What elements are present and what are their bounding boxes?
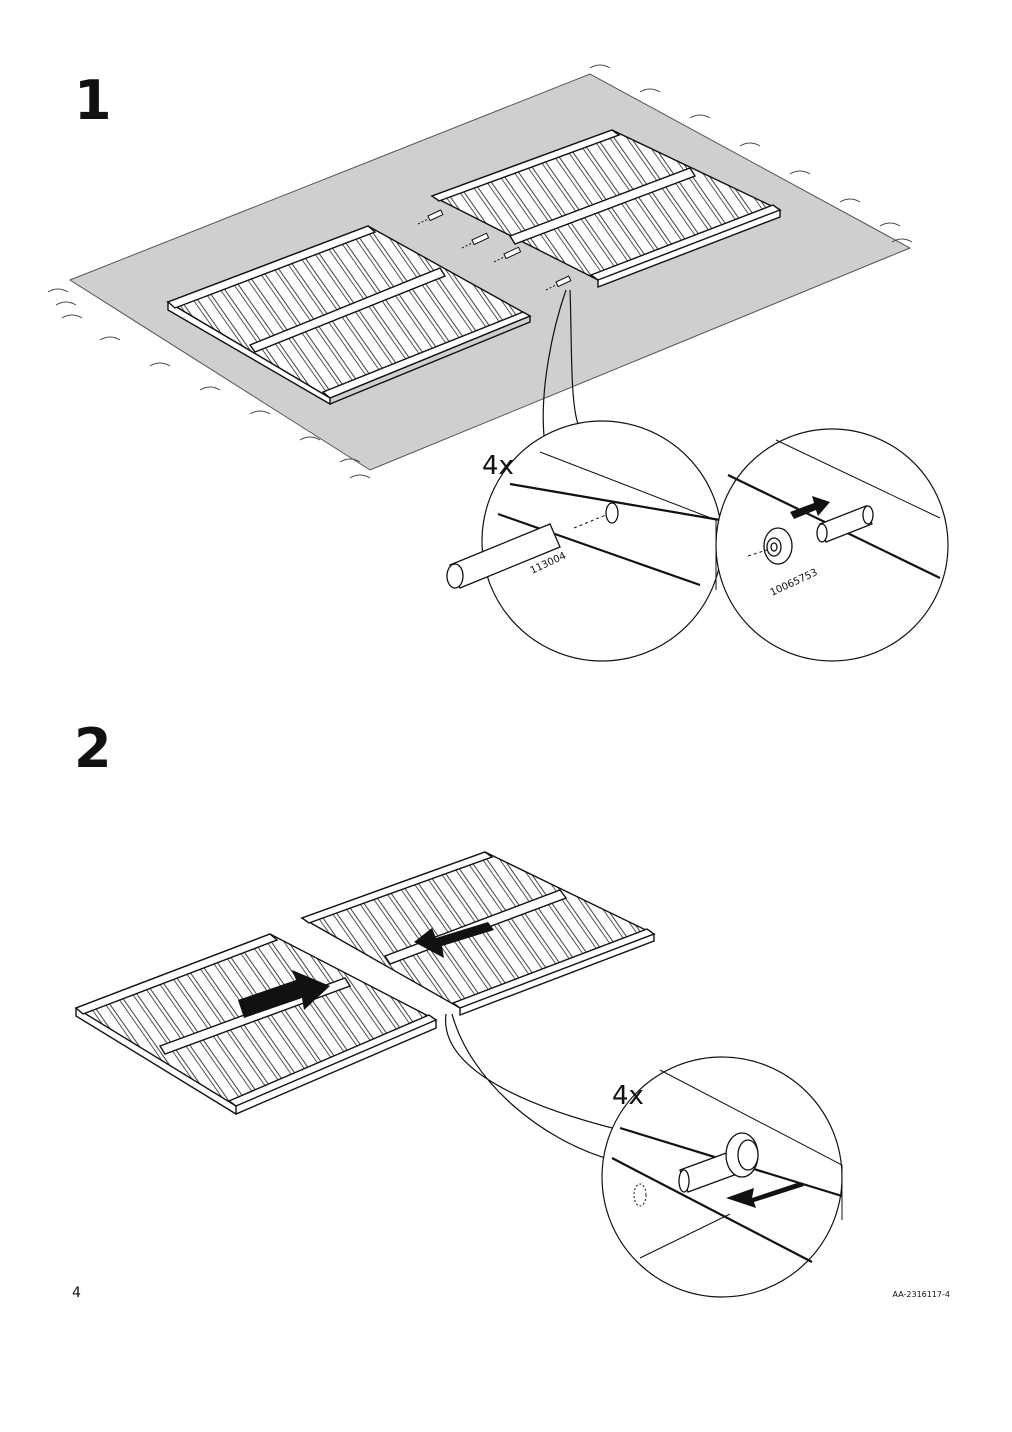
callout-pointer-step2 [445,1013,621,1161]
push-arrow-left-icon [414,922,494,958]
cap-part [763,527,793,565]
frame-panel-left-step2 [74,933,438,1116]
detail-circle-dowel-tapping [715,428,949,662]
rug-fringe [47,64,913,479]
frame-panel-left [166,225,532,406]
quantity-label-step2: 4x [612,1081,644,1111]
push-arrow-right-icon [238,970,330,1018]
frame-panel-right [430,129,782,289]
page-number: 4 [72,1285,81,1301]
step-2-illustration: 4x [74,851,843,1298]
rug [68,73,912,471]
direction-arrow-icon [790,496,830,519]
step-1-number: 1 [74,69,112,132]
pull-arrow-icon [726,1182,804,1208]
callout-pointer-step1 [542,289,579,437]
quantity-label-step1: 4x [482,451,514,481]
step-2-number: 2 [74,717,112,780]
dowel-set-step1 [417,209,572,291]
step-1-illustration: 4x 113004 10065753 [47,64,949,662]
document-id: AA-2316117-4 [892,1290,950,1299]
detail-circle-dowel [446,420,723,662]
dowel-with-cap [678,1132,759,1193]
dowel-protruding [816,505,874,543]
dowel-part [446,523,561,589]
detail-circle-step2 [601,1056,843,1298]
